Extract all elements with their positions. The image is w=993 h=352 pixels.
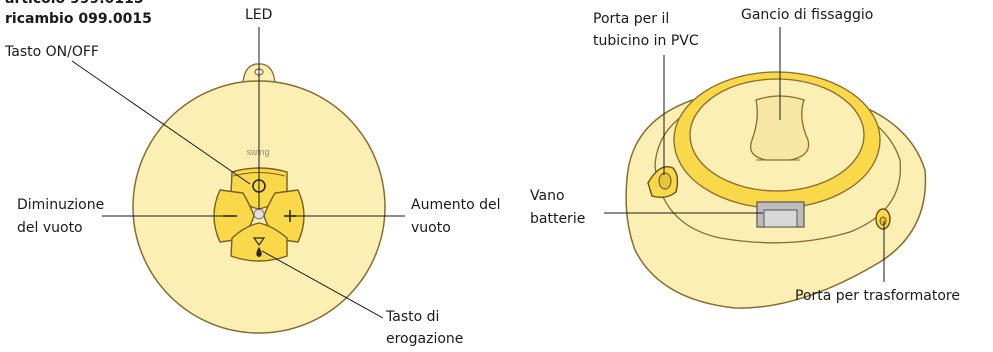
led-indicator xyxy=(253,208,265,220)
letdown-label-line2: erogazione xyxy=(386,331,464,347)
onoff-leader xyxy=(71,60,251,185)
pump-rear-view xyxy=(604,27,927,309)
increase-vacuum-label-line2: vuoto xyxy=(411,220,451,236)
decrease-vacuum-label-line2: del vuoto xyxy=(17,220,83,236)
battery-compartment-label-line1: Vano xyxy=(530,188,565,204)
tube-port-label-line2: tubicino in PVC xyxy=(593,33,699,49)
fixing-hook-label: Gancio di fissaggio xyxy=(741,7,874,23)
increase-vacuum-label-line1: Aumento del xyxy=(411,197,501,213)
letdown-label-line1: Tasto di xyxy=(386,309,440,325)
on-off-label: Tasto ON/OFF xyxy=(5,44,99,60)
letdown-drop-icon xyxy=(252,237,266,257)
tube-port-hole xyxy=(658,172,672,190)
led-label: LED xyxy=(245,7,273,23)
tube-port-label-line1: Porta per il xyxy=(593,11,670,27)
fixing-hook xyxy=(749,95,810,161)
adapter-port-hole xyxy=(879,216,887,226)
spare-part-number: ricambio 099.0015 xyxy=(5,11,152,27)
rear-leader-lines xyxy=(604,27,885,282)
letdown-button[interactable] xyxy=(230,222,288,262)
front-leader-lines xyxy=(71,27,405,319)
article-number: articolo 999.0115 xyxy=(5,0,144,10)
decrease-vacuum-label-line1: Diminuzione xyxy=(17,197,105,213)
letdown-leader xyxy=(261,250,384,319)
brand-text: swing xyxy=(246,147,269,157)
pump-front-view: swing xyxy=(71,27,405,334)
battery-compartment-label-line2: batterie xyxy=(530,211,586,227)
battery-latch xyxy=(763,209,798,228)
adapter-port-label: Porta per trasformatore xyxy=(795,288,960,304)
